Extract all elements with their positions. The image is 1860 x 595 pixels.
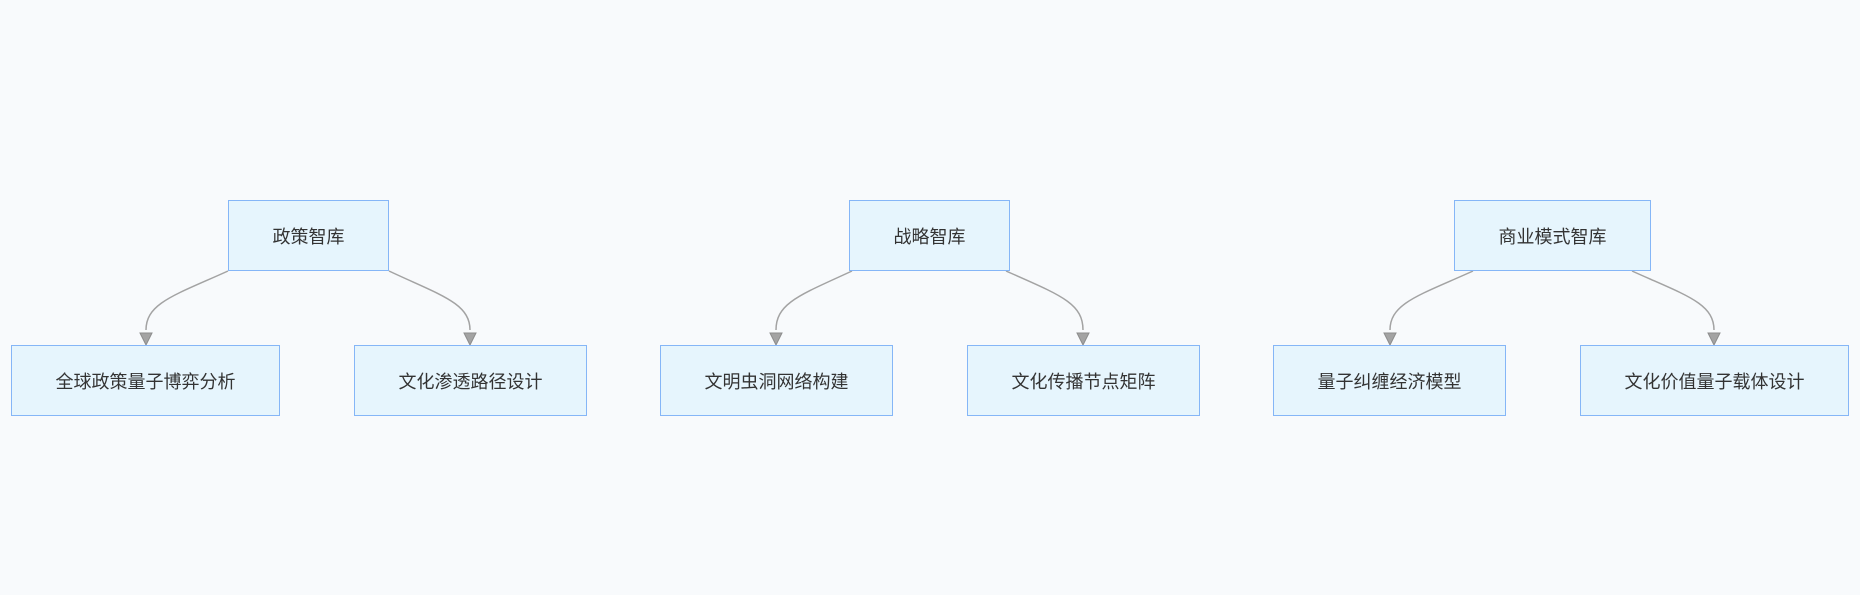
edge-strategy-to-wormhole	[775, 270, 853, 331]
edge-business-to-entanglement	[1389, 270, 1474, 331]
node-policy-think-tank: 政策智库	[228, 200, 389, 271]
edge-policy-to-global-policy	[145, 270, 229, 331]
edge-strategy-to-spread-matrix	[1005, 270, 1084, 331]
node-culture-penetration-path: 文化渗透路径设计	[354, 345, 587, 416]
node-culture-value-quantum-carrier: 文化价值量子载体设计	[1580, 345, 1849, 416]
arrowhead-culture-penetration	[463, 332, 477, 347]
node-global-policy-quantum-game: 全球政策量子博弈分析	[11, 345, 280, 416]
node-business-model-think-tank: 商业模式智库	[1454, 200, 1651, 271]
node-civilization-wormhole-network: 文明虫洞网络构建	[660, 345, 893, 416]
arrowhead-entanglement	[1383, 332, 1397, 347]
arrowhead-value-carrier	[1707, 332, 1721, 347]
node-culture-spread-node-matrix: 文化传播节点矩阵	[967, 345, 1200, 416]
arrowhead-global-policy	[139, 332, 153, 347]
node-strategy-think-tank: 战略智库	[849, 200, 1010, 271]
edge-policy-to-culture-penetration	[388, 270, 471, 331]
arrowhead-wormhole	[769, 332, 783, 347]
arrowhead-spread-matrix	[1076, 332, 1090, 347]
node-quantum-entanglement-economy: 量子纠缠经济模型	[1273, 345, 1506, 416]
edge-business-to-value-carrier	[1631, 270, 1715, 331]
